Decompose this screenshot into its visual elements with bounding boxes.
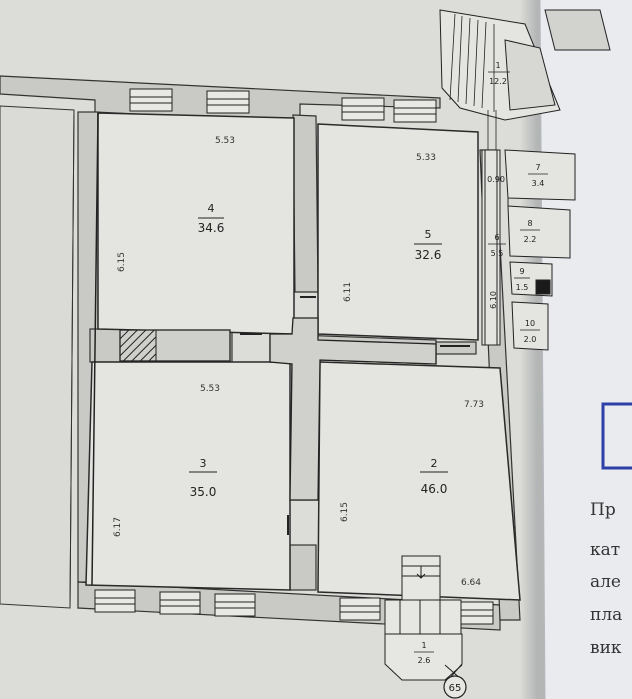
dimension-labels: 5.53 6.15 5.33 6.11 5.53 6.17 7.73 6.15 …	[113, 136, 505, 588]
dim-room3-width: 5.53	[200, 384, 220, 394]
room-5-area-value: 32.6	[415, 248, 442, 262]
room-10-area: 2.0	[524, 335, 537, 344]
dim-corridor-height: 6.10	[489, 291, 498, 309]
room-8-area: 2.2	[524, 235, 537, 244]
room-3-number: 3	[200, 457, 207, 470]
side-text-line-3: але	[590, 572, 621, 592]
room-5-number: 5	[425, 228, 432, 241]
room-7-number: 7	[535, 163, 540, 172]
room-4-number: 4	[208, 202, 215, 215]
marker-65	[443, 664, 467, 699]
room-fills	[85, 112, 521, 601]
dim-room4-height: 6.15	[117, 252, 127, 272]
dim-room3-height: 6.17	[113, 517, 123, 537]
room-6-number: 6	[494, 233, 499, 242]
cross-wall	[269, 317, 437, 501]
room-5-area	[317, 123, 479, 341]
dim-room2-height: 6.15	[340, 502, 350, 522]
corridor-lines	[487, 110, 497, 150]
room-labels: 4 34.6 5 32.6 3 35.0 2 46.0 1 12.2 6 5.5…	[189, 61, 548, 694]
room-2-area	[317, 361, 521, 601]
room-4-area	[97, 112, 295, 335]
room-2-area-value: 46.0	[421, 482, 448, 496]
room-1-entry-area: 2.6	[418, 656, 431, 665]
small-rooms	[481, 149, 576, 351]
dim-room5-height: 6.11	[343, 282, 353, 302]
marker-65-label: 65	[449, 683, 462, 694]
room-10-number: 10	[525, 319, 535, 328]
stair-area	[439, 9, 611, 121]
side-text-line-2: кат	[590, 540, 621, 560]
blue-box	[601, 402, 632, 470]
dim-room5-width: 5.33	[416, 153, 436, 163]
dim-corridor-top: 0.90	[487, 175, 505, 184]
windows-top	[129, 88, 437, 123]
room-3-area	[85, 361, 291, 591]
dim-room2-bottom: 6.64	[461, 578, 481, 588]
room-3-area-value: 35.0	[190, 485, 217, 499]
room-7-area: 3.4	[532, 179, 545, 188]
room-2-number: 2	[431, 457, 438, 470]
room-1-entry-number: 1	[421, 641, 426, 650]
hatched-column	[119, 329, 157, 362]
openings	[240, 296, 470, 535]
room-1-top-number: 1	[495, 61, 500, 70]
room-1-top-area: 12.2	[489, 77, 507, 86]
side-text-line-1: Пр	[590, 500, 616, 520]
room-4-area-value: 34.6	[198, 221, 225, 235]
dim-room2-width: 7.73	[464, 400, 484, 410]
entry-stairs	[384, 555, 463, 681]
left-edge	[0, 105, 75, 609]
side-text-line-5: вик	[590, 638, 622, 658]
room-9-number: 9	[519, 267, 524, 276]
windows-bottom	[94, 589, 494, 625]
room-6-area: 5.5	[491, 249, 504, 258]
room-8-number: 8	[527, 219, 532, 228]
dim-room4-width: 5.53	[215, 136, 235, 146]
room-9-area: 1.5	[516, 283, 529, 292]
side-text-line-4: пла	[590, 605, 623, 625]
